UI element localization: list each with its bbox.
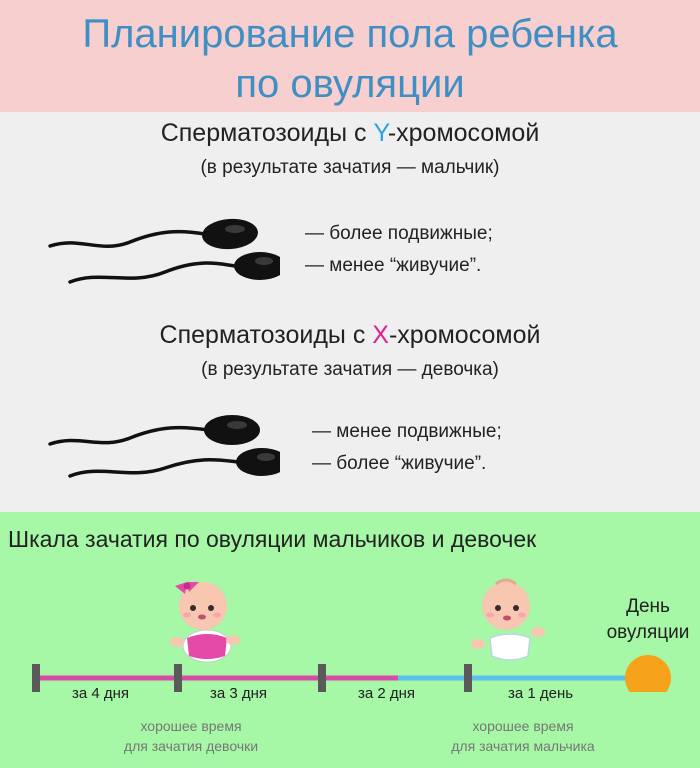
tick-day-4	[32, 664, 40, 692]
sperm-info-section: Сперматозоиды с Y-хромосомой (в результа…	[0, 112, 700, 512]
timeline	[32, 655, 671, 692]
ovulation-label-line1: День	[626, 596, 670, 617]
boy-note-line1: хорошее время	[472, 718, 574, 734]
x-prop-1: — менее подвижные;	[312, 421, 502, 442]
x-heading-suffix: -хромосомой	[388, 321, 541, 349]
baby-boy-icon	[471, 578, 545, 661]
ovulation-label: День овуляции	[592, 594, 700, 646]
sperm-icon	[48, 218, 258, 250]
segment-label-4: за 4 дня	[72, 685, 130, 702]
segment-label-2: за 2 дня	[358, 685, 416, 702]
x-subheading: (в результате зачатия — девочка)	[201, 359, 499, 380]
girl-note: хорошее время для зачатия девочки	[96, 716, 286, 756]
tick-day-2	[318, 664, 326, 692]
girl-note-line1: хорошее время	[140, 718, 242, 734]
sperm-icon	[68, 252, 280, 284]
sperm-icon-group-y	[48, 218, 280, 284]
y-prop-1: — более подвижные;	[305, 223, 493, 244]
tick-day-3	[174, 664, 182, 692]
sperm-icon	[48, 415, 260, 446]
page-title-line2: по овуляции	[235, 62, 465, 106]
baby-girl-icon	[170, 582, 240, 663]
sperm-icon	[68, 448, 280, 478]
x-letter: X	[372, 321, 389, 349]
y-letter: Y	[373, 119, 388, 147]
ovulation-label-line2: овуляции	[606, 622, 690, 643]
scale-title: Шкала зачатия по овуляции мальчиков и де…	[8, 526, 537, 552]
boy-note-line2: для зачатия мальчика	[451, 738, 595, 754]
x-prop-2: — более “живучие”.	[312, 453, 487, 474]
boy-note: хорошее время для зачатия мальчика	[418, 716, 628, 756]
y-prop-2: — менее “живучие”.	[305, 255, 482, 276]
x-heading-prefix: Сперматозоиды с	[159, 321, 373, 349]
ovulation-dot-icon	[625, 655, 671, 692]
sperm-icon-group-x	[48, 415, 280, 478]
segment-label-3: за 3 дня	[210, 685, 268, 702]
y-subheading: (в результате зачатия — мальчик)	[200, 157, 500, 178]
conception-scale-section: Шкала зачатия по овуляции мальчиков и де…	[0, 512, 700, 768]
y-heading-suffix: -хромосомой	[387, 119, 540, 147]
x-heading: Сперматозоиды с X-хромосомой	[0, 320, 700, 350]
girl-note-line2: для зачатия девочки	[123, 738, 259, 754]
page-title-line1: Планирование пола ребенка	[82, 12, 618, 56]
y-heading-prefix: Сперматозоиды с	[160, 119, 374, 147]
y-heading: Сперматозоиды с Y-хромосомой	[0, 118, 700, 148]
tick-day-1	[464, 664, 472, 692]
title-banner: Планирование пола ребенка по овуляции	[0, 0, 700, 112]
segment-label-1: за 1 день	[508, 685, 574, 702]
